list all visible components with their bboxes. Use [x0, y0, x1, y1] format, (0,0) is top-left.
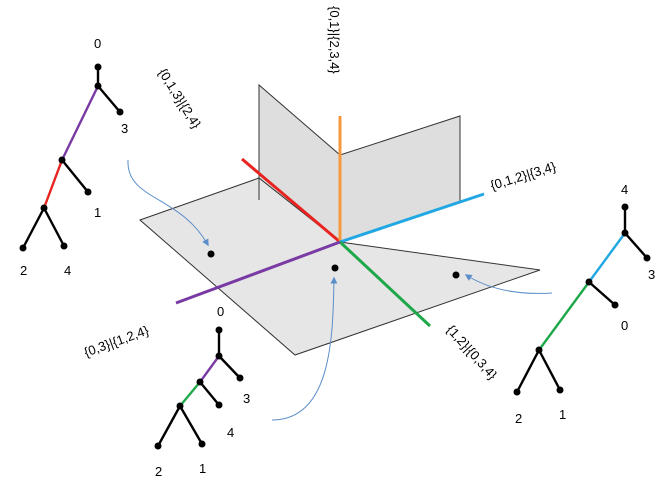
leaf-label: 3 [243, 391, 250, 406]
leaf-label: 4 [64, 263, 71, 278]
axis-label-lower-right: {1,2}|{0,3,4} [444, 322, 501, 383]
axis-12-034 [338, 240, 432, 328]
tree-bottom: 0 3 4 2 1 [154, 304, 250, 479]
axis-label-right: {0,1,2}|{3,4} [488, 159, 558, 193]
axis-012-34 [339, 192, 485, 244]
leaf-label: 1 [94, 205, 101, 220]
horizontal-plane [139, 177, 541, 356]
leaf-label: 0 [217, 304, 224, 319]
leaf-label: 1 [559, 407, 566, 422]
point-right-orthant [452, 271, 460, 279]
axis-label-upper-left: {0,1,3}|{2,4} [155, 66, 204, 132]
leaf-label: 1 [199, 461, 206, 476]
leaf-label: 0 [94, 36, 101, 51]
axis-013-24 [241, 157, 341, 244]
leaf-label: 3 [121, 121, 128, 136]
split-axes [175, 116, 485, 328]
leaf-label: 4 [227, 425, 234, 440]
tree-left: 0 3 1 2 4 [19, 36, 128, 278]
tree-right: 4 3 0 2 1 [513, 182, 655, 426]
leaf-label: 2 [155, 464, 162, 479]
arrow-left-tree [127, 159, 209, 247]
leaf-label: 3 [648, 267, 655, 282]
point-left-orthant [207, 250, 215, 258]
leaf-label: 0 [621, 318, 628, 333]
arrow-right-tree [464, 274, 553, 294]
axis-label-top: {0,1}|{2,3,4} [327, 6, 342, 74]
leaf-label: 2 [515, 411, 522, 426]
leaf-label: 2 [20, 263, 27, 278]
axis-03-124 [175, 240, 341, 305]
arrow-bottom-tree [271, 276, 338, 421]
orthant-points [207, 250, 460, 279]
axis-label-lower-left: {0,3}|{1,2,4} [82, 322, 151, 359]
leaf-label: 4 [621, 182, 628, 197]
point-bottom-orthant [331, 264, 339, 272]
mapping-arrows [127, 159, 553, 421]
